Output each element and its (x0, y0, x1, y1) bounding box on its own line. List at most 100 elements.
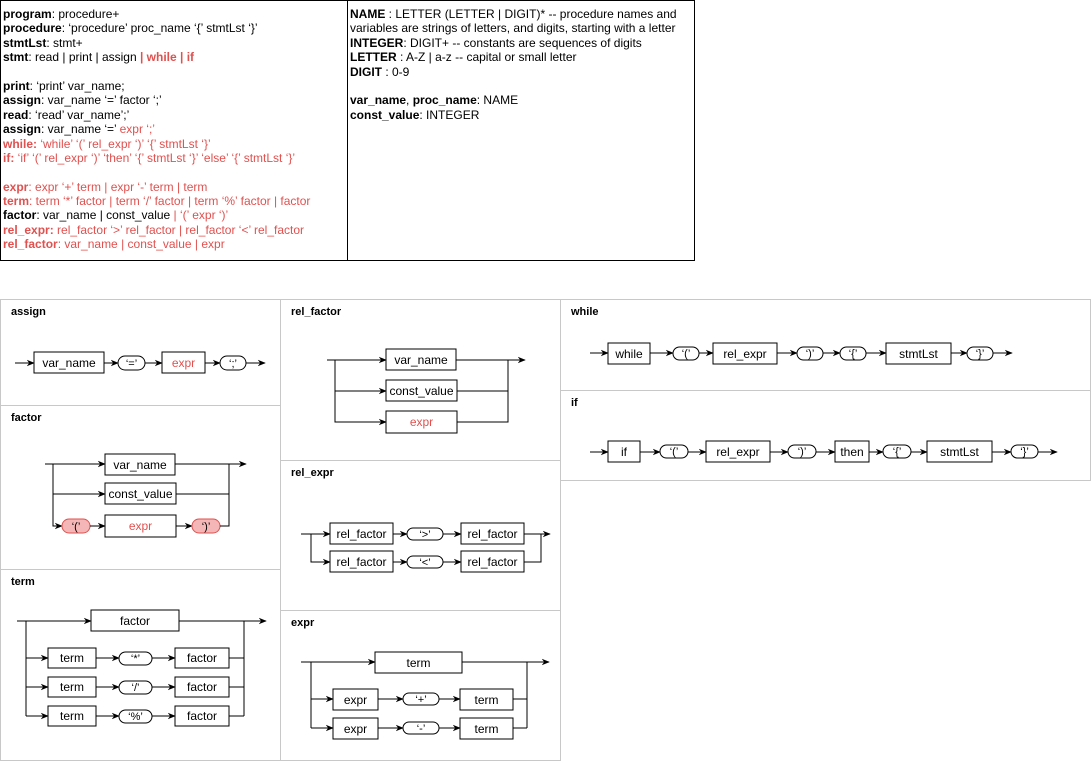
grammar-segment: INTEGER (350, 35, 404, 50)
token-divide-label: ‘/’ (132, 682, 140, 694)
token-lparen-label: ‘(’ (72, 521, 81, 533)
token-greater-than-label: ‘>’ (419, 529, 430, 541)
node-term-label: term (407, 656, 431, 670)
grammar-line: stmtLst: stmt+ (3, 36, 310, 50)
token-rbrace-label: ‘}’ (976, 348, 985, 360)
node-factor-label: factor (120, 614, 150, 628)
grammar-line: rel_factor: var_name | const_value | exp… (3, 237, 310, 251)
node-expr-label: expr (410, 415, 433, 429)
branch-line (310, 534, 331, 566)
panel-rel-factor: rel_factor var_name const_value expr (280, 299, 561, 461)
grammar-segment: : DIGIT+ -- constants are sequences of d… (403, 35, 642, 50)
grammar-segment: proc_name (412, 93, 477, 108)
node-stmtlst-label: stmtLst (940, 445, 979, 459)
grammar-segment: : read | print | assign (28, 50, 140, 65)
grammar-segment: : var_name | const_value | expr (57, 237, 225, 252)
node-rel-factor-label: rel_factor (467, 555, 517, 569)
grammar-segment: print (3, 78, 30, 93)
token-modulo-label: ‘%’ (128, 711, 143, 723)
grammar-segment: read (3, 107, 29, 122)
grammar-line: NAME : LETTER (LETTER | DIGIT)* -- proce… (350, 7, 677, 21)
node-expr-label: expr (344, 722, 367, 736)
grammar-line: procedure: ‘procedure’ proc_name ‘{’ stm… (3, 21, 310, 35)
grammar-segment: rel_factor (3, 237, 58, 252)
node-rel-factor-label: rel_factor (467, 527, 517, 541)
grammar-segment: var_name (350, 93, 407, 108)
grammar-segment: rel_expr: (3, 222, 54, 237)
grammar-segment: term (3, 194, 30, 209)
token-rparen-label: ‘)’ (798, 446, 807, 458)
grammar-line (3, 165, 310, 179)
branch-line (334, 360, 387, 426)
node-factor-label: factor (187, 680, 217, 694)
panel-rel-expr: rel_expr rel_factor ‘>’ rel_factor rel_f… (280, 460, 561, 611)
grammar-segment: | ‘(’ expr ‘)’ (173, 208, 229, 223)
node-expr-label: expr (172, 356, 195, 370)
grammar-segment: assign (3, 122, 42, 137)
grammar-segment: : procedure+ (51, 7, 120, 21)
grammar-line: factor: var_name | const_value | ‘(’ exp… (3, 208, 310, 222)
node-rel-factor-label: rel_factor (336, 555, 386, 569)
if-diagram: if ‘(’ rel_expr ‘)’ then ‘{’ stmtLst ‘}’ (590, 440, 1058, 463)
term-diagram: factor term ‘*’ factor term ‘/’ factor t… (17, 609, 267, 727)
grammar-line: assign: var_name ‘=’ expr ‘;’ (3, 122, 310, 136)
grammar-line: assign: var_name ‘=’ factor ‘;’ (3, 93, 310, 107)
node-stmtlst-label: stmtLst (899, 347, 938, 361)
node-const-value-label: const_value (389, 384, 453, 398)
panel-while: while while ‘(’ rel_expr ‘)’ ‘{’ stmtLst… (560, 299, 1091, 391)
panel-title: if (571, 397, 578, 409)
panel-term: term factor term ‘*’ factor term ‘/’ fac… (0, 569, 281, 761)
node-while-keyword-label: while (614, 347, 643, 361)
node-factor-label: factor (187, 709, 217, 723)
grammar-line: program: procedure+ (3, 7, 310, 21)
grammar-line (3, 65, 310, 79)
node-if-keyword-label: if (621, 445, 628, 459)
grammar-line: if: ‘if’ ‘(’ rel_expr ‘)’ ‘then’ ‘{’ stm… (3, 151, 310, 165)
grammar-segment: rel_factor ‘>’ rel_factor | rel_factor ‘… (53, 222, 305, 237)
node-var-name-label: var_name (394, 353, 448, 367)
panel-factor: factor var_name const_value ‘(’ expr ‘)’ (0, 405, 281, 570)
panel-title: expr (291, 617, 315, 629)
grammar-segment: while: (3, 136, 38, 151)
node-term-label: term (60, 680, 84, 694)
grammar-segment: : ‘read’ var_name’;’ (28, 107, 130, 122)
grammar-segment: : ‘procedure’ proc_name ‘{’ stmtLst ‘}’ (61, 21, 258, 36)
factor-diagram: var_name const_value ‘(’ expr ‘)’ (45, 453, 247, 538)
grammar-segment: procedure (3, 21, 62, 36)
panel-assign: assign var_name ‘=’ expr ‘;’ (0, 299, 281, 406)
grammar-segment: : var_name | const_value (36, 208, 174, 223)
rel-factor-diagram: var_name const_value expr (327, 348, 526, 434)
panel-if: if if ‘(’ rel_expr ‘)’ then ‘{’ stmtLst … (560, 390, 1091, 481)
grammar-line: DIGIT : 0-9 (350, 65, 677, 79)
grammar-line: expr: expr ‘+’ term | expr ‘-’ term | te… (3, 180, 310, 194)
rel-expr-diagram: rel_factor ‘>’ rel_factor rel_factor ‘<’… (301, 522, 551, 573)
branch-line (52, 494, 63, 530)
token-multiply-label: ‘*’ (131, 653, 140, 665)
token-less-than-label: ‘<’ (419, 557, 430, 569)
node-rel-expr-label: rel_expr (723, 347, 766, 361)
node-rel-expr-label: rel_expr (716, 445, 759, 459)
token-rbrace-label: ‘}’ (1020, 446, 1029, 458)
assign-diagram: var_name ‘=’ expr ‘;’ (15, 351, 266, 374)
grammar-segment: ‘if’ ‘(’ rel_expr ‘)’ ‘then’ ‘{’ stmtLst… (14, 150, 296, 165)
token-rparen-label: ‘)’ (806, 348, 815, 360)
grammar-segment: : stmt+ (46, 35, 83, 50)
node-term-label: term (60, 709, 84, 723)
grammar-box-right: NAME : LETTER (LETTER | DIGIT)* -- proce… (347, 0, 695, 261)
branch-line (176, 464, 230, 495)
grammar-segment: LETTER (350, 50, 397, 65)
grammar-segment: : NAME (476, 93, 519, 108)
panel-expr: expr term expr ‘+’ term expr ‘-’ term (280, 610, 561, 761)
node-expr-label: expr (129, 519, 152, 533)
grammar-line: INTEGER: DIGIT+ -- constants are sequenc… (350, 36, 677, 50)
token-lparen-label: ‘(’ (670, 446, 679, 458)
lexical-rules-text: NAME : LETTER (LETTER | DIGIT)* -- proce… (350, 7, 677, 122)
grammar-segment: program (3, 7, 52, 21)
grammar-segment: stmt (3, 50, 29, 65)
grammar-segment: expr (3, 179, 29, 194)
branch-line (457, 360, 509, 423)
branch-line (220, 494, 230, 527)
grammar-line: stmt: read | print | assign | while | if (3, 50, 310, 64)
token-lbrace-label: ‘{’ (893, 446, 902, 458)
panel-title: rel_factor (291, 306, 342, 318)
